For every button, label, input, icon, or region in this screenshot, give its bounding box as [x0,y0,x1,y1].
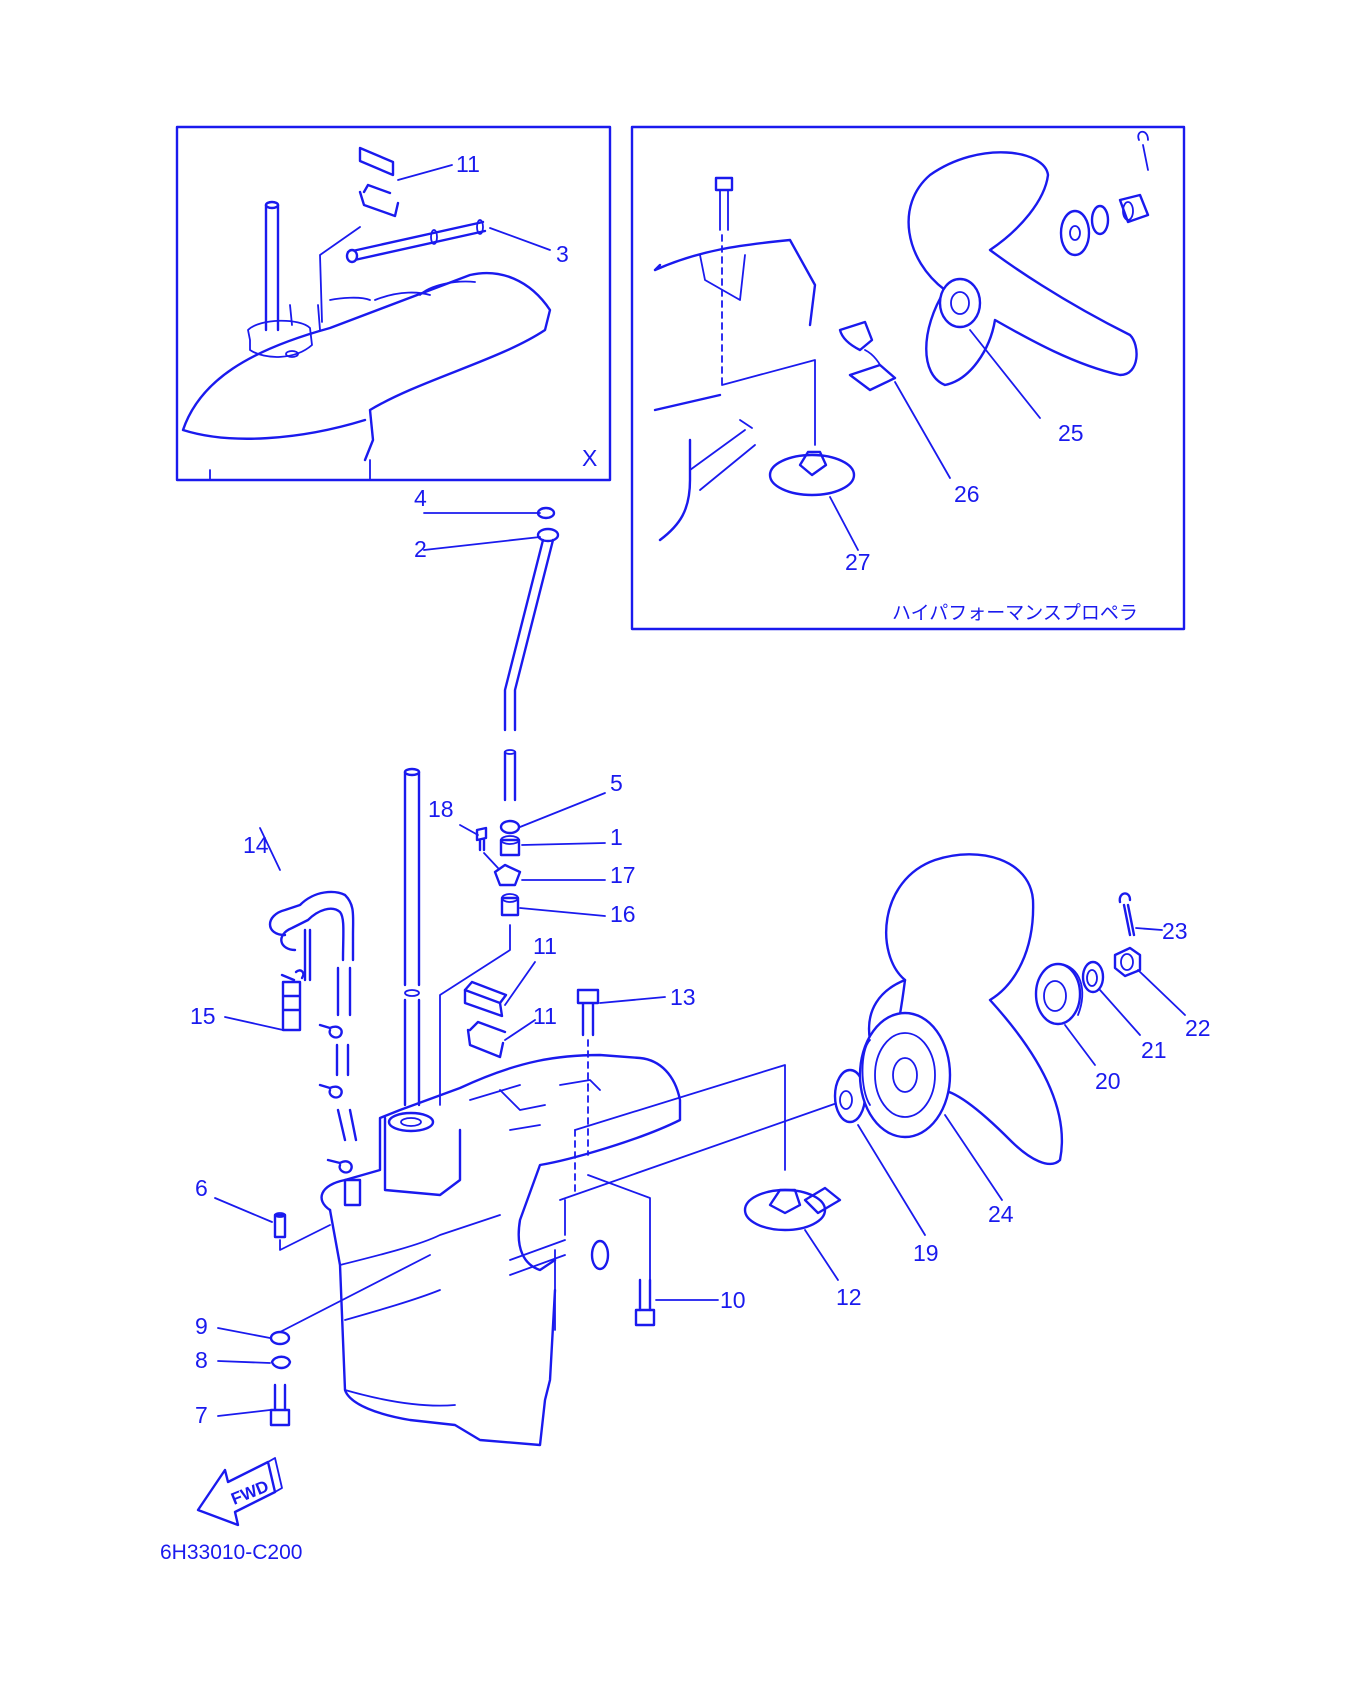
inset-detail-x: 11 3 X [175,125,612,482]
part-2-shift-rod [503,538,555,732]
label-part-2: 2 [414,536,427,562]
label-part-4: 4 [414,485,427,511]
label-part-11-main: 11 [533,1003,557,1029]
label-part-14: 13 [670,984,696,1010]
part-21-spacer [1034,962,1084,1026]
part-19-screw [475,826,488,852]
label-part-15: 14 [243,832,269,858]
drive-shaft-tube [403,770,421,987]
part-3-rod [345,219,487,264]
part-26-propeller [907,151,1138,387]
label-part-16: 15 [190,1003,216,1029]
label-part-17: 16 [610,901,636,927]
part-22-washer [1081,960,1105,994]
inset-high-performance-propeller: 25 26 27 ハイパフォーマンスプロペラ [630,125,1186,631]
part-10-bolt [634,1278,656,1327]
label-part-3: 3 [556,241,569,267]
part-5-washer [499,819,521,835]
part-18-plate [493,863,522,887]
part-7-bolt [269,1383,291,1427]
label-part-18: 17 [610,862,636,888]
part-12-pad [463,980,508,1018]
drawing-code: 6H33010-C200 [160,1541,302,1564]
part-6-dowel-pin [273,1212,287,1239]
label-part-5: 5 [610,770,623,796]
part-9-washer [269,1330,291,1346]
part-24-cotter-pin [1118,892,1136,937]
inset-caption-high-performance-propeller: ハイパフォーマンスプロペラ [892,602,1138,624]
label-part-10: 10 [720,1287,746,1313]
label-part-20: 19 [913,1240,939,1266]
part-8-lock-washer [270,1355,292,1370]
part-23-nut [1113,946,1142,978]
lower-gear-case [320,1053,682,1447]
label-part-28: 27 [845,549,871,575]
part-14-bolt [576,988,600,1037]
label-part-27: 26 [954,481,980,507]
label-part-12: 11 [533,933,557,959]
part-2-grommet [536,527,560,543]
part-11-clip-main [466,1020,507,1059]
part-25-propeller [858,853,1064,1166]
inset-marker-x: X [582,445,597,471]
label-part-11-inset: 11 [456,151,480,177]
label-part-26: 25 [1058,420,1084,446]
label-part-24: 23 [1162,918,1188,944]
part-16-fittings [280,969,362,1207]
label-part-23: 22 [1185,1015,1211,1041]
label-part-1: 1 [610,824,623,850]
part-13-anode [743,1186,842,1232]
label-part-6: 6 [195,1175,208,1201]
label-part-22: 21 [1141,1037,1167,1063]
right-inset-hardware [1059,130,1150,257]
part-27-spacer [838,320,897,392]
label-part-21: 20 [1095,1068,1121,1094]
right-inset-bolt [714,176,734,231]
label-part-19: 18 [428,796,454,822]
part-28-anode [768,450,856,497]
part-11-clip [358,146,400,218]
label-part-9: 9 [195,1313,208,1339]
part-15-hose [268,890,355,962]
label-part-7: 7 [195,1402,208,1428]
label-part-8: 8 [195,1347,208,1373]
main-assembly: 4 2 5 1 17 16 18 11 11 14 [190,485,1211,1447]
forward-direction-arrow: FWD [196,1457,283,1527]
label-part-25: 24 [988,1201,1014,1227]
label-part-13: 12 [836,1284,862,1310]
